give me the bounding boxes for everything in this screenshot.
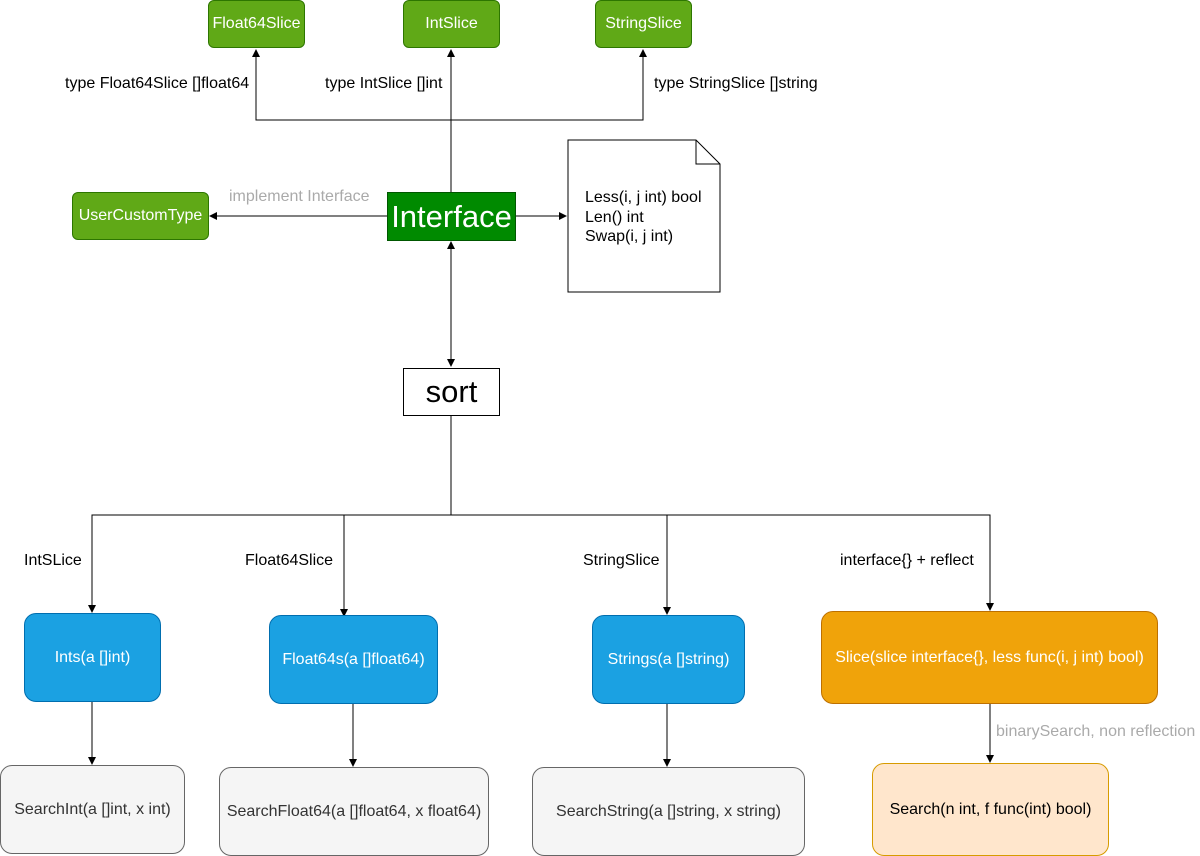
user-custom-type-node: UserCustomType — [72, 192, 209, 240]
float64slice-def-label: type Float64Slice []float64 — [65, 75, 250, 92]
search-float64-node: SearchFloat64(a []float64, x float64) — [219, 767, 489, 856]
implement-interface-label: implement Interface — [229, 188, 370, 205]
slice-func-node: Slice(slice interface{}, less func(i, j … — [821, 611, 1158, 704]
strings-func-node: Strings(a []string) — [592, 615, 745, 704]
intslice-branch-label: IntSLice — [24, 552, 82, 569]
interface-node: Interface — [387, 192, 516, 241]
reflect-branch-label: interface{} + reflect — [840, 552, 974, 569]
search-int-node: SearchInt(a []int, x int) — [0, 765, 185, 854]
intslice-type-node: IntSlice — [403, 0, 500, 48]
float64slice-type-node: Float64Slice — [208, 0, 305, 48]
search-string-node: SearchString(a []string, x string) — [532, 767, 805, 856]
note-line-len: Len() int — [585, 208, 644, 226]
stringslice-def-label: type StringSlice []string — [654, 75, 818, 92]
stringslice-type-node: StringSlice — [595, 0, 692, 48]
float64s-func-node: Float64s(a []float64) — [269, 615, 438, 704]
methods-note — [567, 139, 721, 293]
search-node: Search(n int, f func(int) bool) — [872, 763, 1109, 856]
intslice-def-label: type IntSlice []int — [325, 75, 443, 92]
stringslice-branch-label: StringSlice — [583, 552, 660, 569]
note-line-swap: Swap(i, j int) — [585, 228, 674, 245]
binary-search-label: binarySearch, non reflection — [996, 723, 1196, 740]
ints-func-node: Ints(a []int) — [24, 613, 161, 702]
float64slice-branch-label: Float64Slice — [245, 552, 334, 569]
methods-note-text: Less(i, j int) bool Len() int Swap(i, j … — [585, 188, 702, 247]
sort-node: sort — [403, 368, 500, 416]
note-line-less: Less(i, j int) bool — [585, 189, 702, 206]
